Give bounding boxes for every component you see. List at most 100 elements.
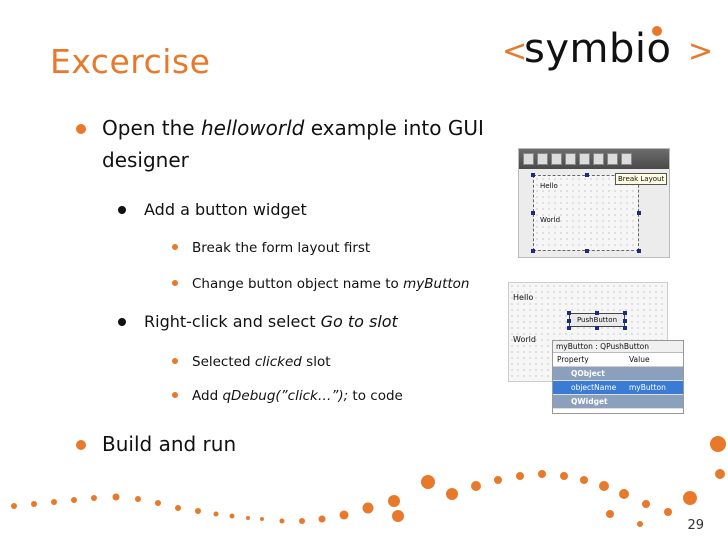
bullet-dot-l3: [172, 392, 178, 398]
decorative-dot: [155, 500, 161, 506]
push-button-widget: PushButton: [569, 313, 625, 327]
decorative-dot: [619, 489, 629, 499]
bullet-text: Open the: [102, 116, 201, 140]
decorative-dot: [392, 510, 404, 522]
decorative-dot: [516, 472, 524, 480]
property-value: [625, 395, 683, 408]
decorative-dot: [710, 436, 726, 452]
decorative-dot: [31, 501, 37, 507]
designer-screenshot-break-layout: Hello World Break Layout: [518, 148, 670, 258]
decorative-dot: [606, 510, 614, 518]
selection-handle: [567, 311, 571, 315]
layout-vertical-icon: [537, 153, 548, 165]
bullet-dot-l1: [76, 440, 86, 450]
property-editor-title: myButton : QPushButton: [553, 341, 683, 353]
bullet-text: Change button object name to: [192, 276, 404, 292]
decorative-dot: [538, 470, 546, 478]
logo-right-bracket: >: [688, 34, 714, 69]
selection-handle: [637, 249, 641, 253]
property-value: myButton: [629, 383, 666, 392]
bullet-text: Add: [192, 388, 223, 404]
selection-handle: [595, 326, 599, 330]
world-label: World: [540, 216, 561, 224]
decorative-dot: [213, 511, 219, 517]
bullet-dot-l2: [118, 206, 126, 214]
bullet-text: to code: [348, 388, 403, 404]
bullet-break-layout: Break the form layout first: [192, 240, 371, 256]
bullet-dot-l3: [172, 244, 178, 250]
bullet-selected-clicked: Selected clicked slot: [192, 354, 331, 370]
decorative-dot: [339, 510, 349, 520]
bullet-italic: Go to slot: [320, 312, 398, 331]
form-canvas: Hello World: [533, 175, 639, 251]
selection-handle: [567, 326, 571, 330]
decorative-dot: [135, 496, 141, 502]
selection-handle: [623, 311, 627, 315]
decorative-dot: [71, 497, 77, 503]
hello-label: Hello: [540, 182, 558, 190]
selection-handle: [637, 211, 641, 215]
decorative-dot: [195, 508, 201, 514]
bullet-dot-l1: [76, 124, 86, 134]
bullet-italic: myButton: [403, 276, 470, 292]
selection-handle: [623, 319, 627, 323]
selection-handle: [623, 326, 627, 330]
decorative-dot: [11, 503, 17, 509]
decorative-dot: [471, 481, 481, 491]
decorative-dot: [229, 513, 235, 519]
decorative-dot: [362, 502, 374, 514]
break-layout-tooltip: Break Layout: [615, 173, 668, 185]
decorative-dot: [112, 493, 120, 501]
decorative-dot: [246, 516, 250, 520]
bullet-change-name: Change button object name to myButton: [192, 276, 469, 292]
bullet-text: slot: [301, 354, 331, 370]
decorative-dot: [388, 495, 400, 507]
logo-dot: [652, 26, 662, 36]
selection-handle: [567, 319, 571, 323]
decorative-dot: [91, 495, 97, 501]
bullet-open-helloworld: Open the helloworld example into GUI: [102, 116, 484, 140]
layout-split-h-icon: [551, 153, 562, 165]
bullet-add-button: Add a button widget: [144, 200, 307, 219]
decorative-dot: [637, 521, 643, 527]
decorative-dot: [494, 476, 502, 484]
property-name: objectName: [571, 383, 617, 392]
decorative-dot: [260, 517, 264, 521]
designer-toolbar: [519, 149, 669, 169]
selection-handle: [595, 311, 599, 315]
bullet-italic: helloworld: [200, 116, 305, 140]
decorative-dot: [715, 469, 725, 479]
property-editor: myButton : QPushButton Property Value QO…: [552, 340, 684, 414]
layout-split-v-icon: [565, 153, 576, 165]
bullet-italic: qDebug(”click…”);: [222, 388, 349, 404]
bullet-dot-l3: [172, 358, 178, 364]
bullet-build-run: Build and run: [102, 432, 237, 456]
bullet-right-click: Right-click and select Go to slot: [144, 312, 398, 331]
decorative-dot: [642, 500, 650, 508]
property-value: [625, 367, 683, 380]
logo-left-bracket: <: [502, 34, 528, 69]
selection-handle: [531, 173, 535, 177]
bullet-dot-l3: [172, 280, 178, 286]
property-name: QWidget: [571, 397, 608, 406]
property-row-objectname: objectName myButton: [553, 381, 683, 395]
logo-word: symbio: [524, 26, 672, 72]
decorative-dot: [683, 491, 697, 505]
decorative-dot: [279, 518, 285, 524]
decorative-dot: [421, 475, 435, 489]
bullet-italic: clicked: [254, 354, 302, 370]
decorative-dot: [560, 472, 568, 480]
slide-number: 29: [687, 518, 704, 533]
bullet-text: Right-click and select: [144, 312, 321, 331]
decorative-dot: [664, 508, 672, 516]
decorative-dot: [175, 505, 181, 511]
bullet-add-debug: Add qDebug(”click…”); to code: [192, 388, 403, 404]
decorative-dot: [299, 518, 305, 524]
selection-handle: [585, 249, 589, 253]
selection-handle: [531, 211, 535, 215]
layout-grid-icon: [579, 153, 590, 165]
world-label: World: [513, 335, 536, 344]
col-property: Property: [557, 355, 589, 364]
decorative-dot: [51, 499, 57, 505]
property-row-qobject: QObject: [553, 367, 683, 381]
